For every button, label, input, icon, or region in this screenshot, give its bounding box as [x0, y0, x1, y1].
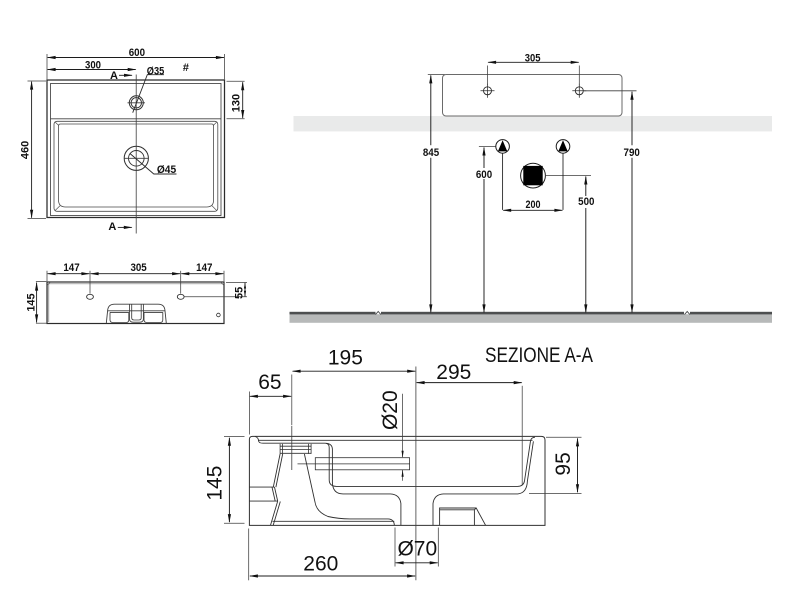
- svg-text:#: #: [183, 62, 190, 74]
- svg-text:305: 305: [525, 52, 541, 64]
- svg-text:790: 790: [624, 147, 640, 159]
- svg-text:260: 260: [303, 553, 338, 576]
- svg-text:A: A: [110, 70, 118, 82]
- svg-text:130: 130: [231, 94, 243, 112]
- svg-text:65: 65: [258, 371, 281, 394]
- svg-text:Ø20: Ø20: [379, 390, 402, 430]
- svg-text:305: 305: [130, 262, 146, 274]
- svg-text:145: 145: [25, 293, 37, 311]
- svg-text:460: 460: [20, 141, 32, 159]
- svg-text:55: 55: [234, 287, 246, 299]
- svg-text:Ø45: Ø45: [157, 164, 176, 176]
- svg-text:600: 600: [129, 47, 145, 59]
- svg-text:145: 145: [203, 466, 226, 501]
- svg-text:195: 195: [328, 346, 363, 369]
- svg-text:Ø35: Ø35: [147, 65, 165, 77]
- svg-text:147: 147: [63, 262, 79, 274]
- svg-text:95: 95: [552, 452, 575, 475]
- svg-text:A: A: [108, 221, 116, 233]
- svg-text:147: 147: [196, 262, 212, 274]
- svg-text:500: 500: [578, 196, 594, 208]
- svg-text:845: 845: [423, 147, 439, 159]
- svg-text:600: 600: [476, 169, 492, 181]
- svg-text:SEZIONE A-A: SEZIONE A-A: [485, 344, 593, 367]
- svg-text:295: 295: [436, 361, 471, 384]
- svg-text:Ø70: Ø70: [397, 538, 437, 561]
- svg-text:300: 300: [85, 59, 101, 71]
- svg-text:200: 200: [526, 199, 541, 211]
